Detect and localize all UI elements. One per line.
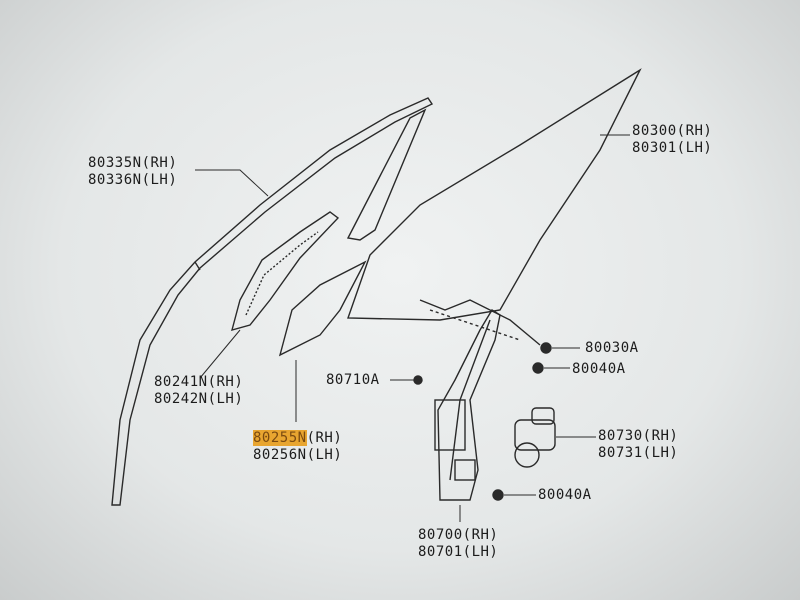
channel (346, 108, 427, 241)
part-number-rh: 80300(RH) (632, 123, 713, 139)
regulator-carrier (434, 399, 466, 451)
door-glass (347, 68, 642, 321)
part-number-rh: 80730(RH) (598, 428, 679, 444)
corner-glass (278, 260, 367, 357)
part-side: (RH) (306, 430, 343, 446)
highlighted-part-number[interactable]: 80255N (253, 430, 307, 446)
regulator-motor (514, 407, 556, 468)
part-number-lh: 80336N(LH) (88, 172, 178, 188)
part-number-lh: 80242N(LH) (154, 391, 244, 407)
part-number-lh: 80256N(LH) (253, 447, 343, 463)
part-number-rh: 80335N(RH) (88, 155, 178, 171)
motor-gear (514, 442, 540, 468)
bolt-80040a-upper (532, 362, 544, 374)
corner-piece-seal (245, 231, 319, 316)
regulator-bracket (454, 459, 476, 481)
label-80255n: 80255N(RH) 80256N(LH) (253, 430, 342, 464)
glass-mount-bracket (419, 299, 541, 346)
label-80241n: 80241N(RH) 80242N(LH) (154, 374, 243, 408)
motor-body (514, 419, 556, 451)
label-80700: 80700(RH) 80701(LH) (418, 527, 498, 561)
bolt-80040a-lower (492, 489, 504, 501)
part-number-lh: 80731(LH) (598, 445, 679, 461)
label-80335n: 80335N(RH) 80336N(LH) (88, 155, 177, 189)
molding-joint (194, 261, 201, 271)
bolt-80030a (540, 342, 552, 354)
label-80300: 80300(RH) 80301(LH) (632, 123, 712, 157)
leader-80335n (195, 169, 269, 197)
leader-lines (195, 134, 630, 522)
part-number-rh-row: 80255N(RH) (253, 430, 342, 447)
corner-piece (231, 211, 340, 332)
regulator-rail (437, 309, 501, 501)
label-80040a-lower: 80040A (538, 487, 592, 503)
part-number-rh: 80241N(RH) (154, 374, 244, 390)
mount-guide-line (429, 309, 521, 341)
part-number-rh: 80700(RH) (418, 527, 499, 543)
bolt-80710a (413, 375, 423, 385)
sash-molding (111, 97, 434, 506)
motor-connector (531, 407, 555, 425)
label-80040a-upper: 80040A (572, 361, 626, 377)
leader-80241n (199, 329, 241, 379)
window-regulator (419, 299, 541, 501)
part-number-lh: 80301(LH) (632, 140, 713, 156)
label-80730: 80730(RH) 80731(LH) (598, 428, 678, 462)
label-80710a: 80710A (326, 372, 380, 388)
part-number-lh: 80701(LH) (418, 544, 499, 560)
label-80030a: 80030A (585, 340, 639, 356)
